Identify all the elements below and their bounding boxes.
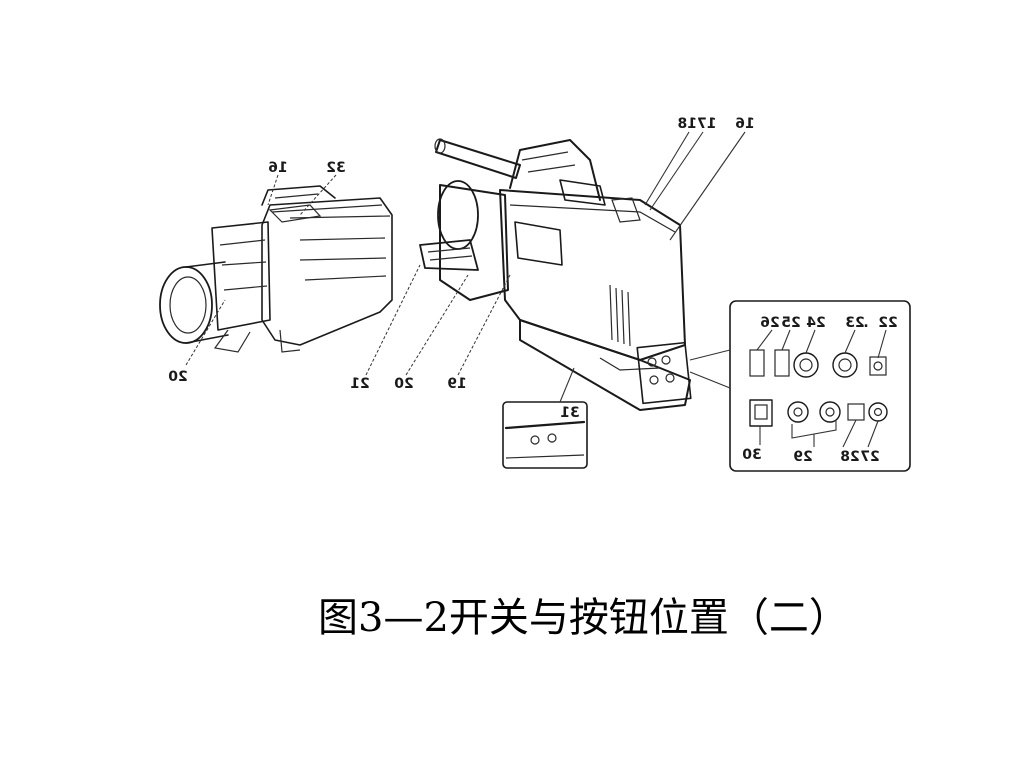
callout-20-mid: 20 [394,376,414,392]
callout-labels: 16 32 20 21 20 19 1718 16 31 22 . 23 24 … [168,116,898,465]
callout-24: 24 [806,315,826,331]
callout-20-left: 20 [168,369,188,385]
callout-31: 31 [560,405,579,421]
callout-separator-dot: . [863,315,868,331]
callout-23: 23 [845,315,864,331]
inset-switch-detail [502,367,588,469]
figure-caption: 图3—2开关与按钮位置（二） [318,595,849,641]
callout-27: 27 [860,449,879,465]
callout-22: 22 [878,315,897,331]
callout-1718: 1718 [678,116,717,132]
callout-29: 29 [793,449,812,465]
leader-lines [185,131,887,448]
main-camcorder-drawing [419,138,692,411]
small-camcorder-drawing [159,185,393,353]
callout-16-small: 16 [268,160,287,176]
callout-32: 32 [326,160,345,176]
callout-26: 26 [760,315,779,331]
inset-connector-panel [689,300,911,472]
callout-16-right: 16 [735,116,754,132]
callout-25: 25 [781,315,800,331]
callout-28: 28 [840,449,859,465]
callout-21: 21 [350,376,369,392]
callout-30: 30 [742,447,762,463]
callout-19: 19 [447,376,466,392]
